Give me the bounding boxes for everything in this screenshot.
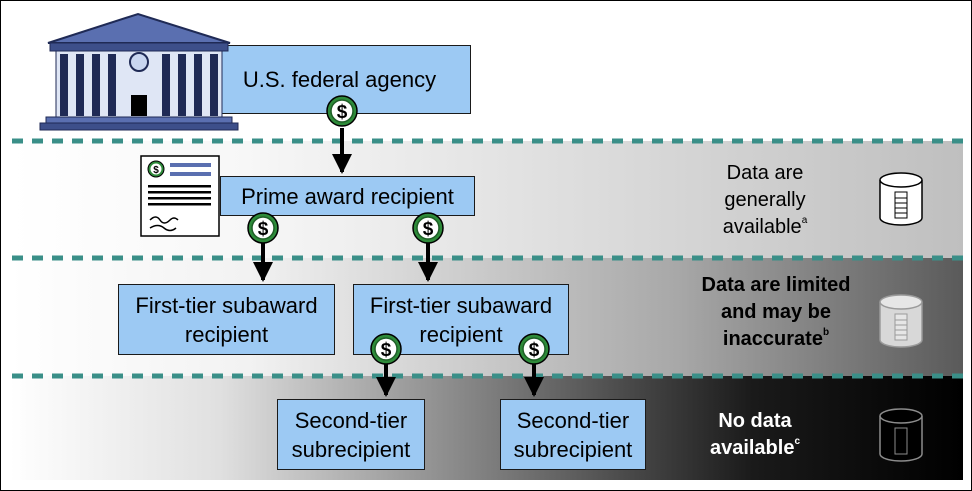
dollar-coin-icon xyxy=(412,212,444,244)
federal-building-icon xyxy=(39,12,239,131)
second-tier-1-line2: subrecipient xyxy=(291,436,411,462)
availability-limited-line2: and may be xyxy=(720,301,832,323)
availability-none-line2: available xyxy=(709,437,795,459)
first-tier-box-1: First-tier subaward recipient xyxy=(118,284,335,355)
availability-limited-line1: Data are limited xyxy=(701,274,851,296)
prime-recipient-label: Prime award recipient xyxy=(241,183,454,209)
availability-none: No data availablec xyxy=(690,408,820,462)
dollar-coin-icon xyxy=(326,95,358,127)
federal-agency-label: U.S. federal agency xyxy=(242,67,437,92)
second-tier-2-line1: Second-tier xyxy=(516,407,630,433)
first-tier-2-line2: recipient xyxy=(419,321,503,347)
database-icon xyxy=(879,408,923,462)
award-document-icon: $ xyxy=(140,155,220,237)
availability-generally: Data are generally availablea xyxy=(690,160,840,241)
availability-limited: Data are limited and may be inaccurateb xyxy=(676,272,876,353)
flow-arrows xyxy=(253,128,544,397)
availability-generally-line1: Data are xyxy=(726,162,804,184)
first-tier-2-line1: First-tier subaward xyxy=(369,292,553,318)
dollar-coin-icon xyxy=(247,212,279,244)
footnote-b: b xyxy=(822,327,830,338)
availability-none-line1: No data xyxy=(718,410,792,432)
dollar-coin-icon xyxy=(370,333,402,365)
footnote-a: a xyxy=(801,215,808,226)
prime-recipient-box: Prime award recipient xyxy=(220,176,475,216)
first-tier-box-2: First-tier subaward recipient xyxy=(353,284,569,355)
availability-limited-line3: inaccurate xyxy=(722,328,823,350)
svg-text:$: $ xyxy=(153,165,159,176)
second-tier-2-line2: subrecipient xyxy=(513,436,633,462)
footnote-c: c xyxy=(794,436,801,447)
band-second-tier-level xyxy=(10,376,963,480)
first-tier-1-line2: recipient xyxy=(184,321,269,347)
first-tier-1-line1: First-tier subaward xyxy=(135,292,318,318)
second-tier-box-2: Second-tier subrecipient xyxy=(500,399,646,470)
database-icon xyxy=(879,172,923,226)
availability-generally-line2: generally xyxy=(724,189,806,211)
database-icon xyxy=(879,294,923,348)
second-tier-1-line1: Second-tier xyxy=(294,407,408,433)
dollar-coin-icon xyxy=(518,333,550,365)
second-tier-box-1: Second-tier subrecipient xyxy=(277,399,425,470)
availability-generally-line3: available xyxy=(722,216,802,238)
federal-agency-box: U.S. federal agency xyxy=(208,45,471,114)
